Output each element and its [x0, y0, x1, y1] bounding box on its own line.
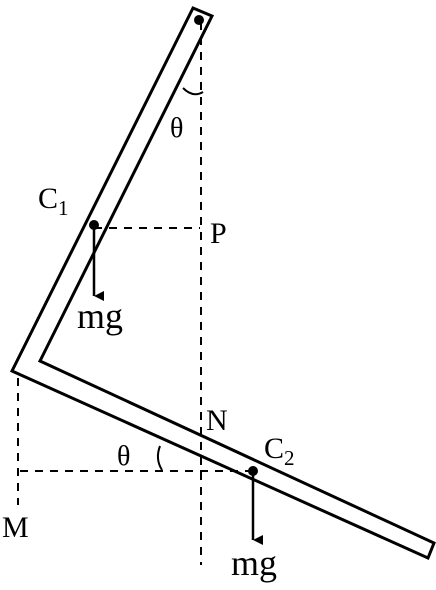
pivot-point — [194, 15, 204, 25]
angle-arc-top — [182, 87, 204, 96]
c1-point — [89, 220, 99, 230]
c1-label: C1 — [38, 182, 69, 220]
c2-label: C2 — [264, 432, 295, 470]
c2-label-base: C — [264, 432, 284, 465]
n-label: N — [206, 404, 228, 437]
c2-point — [248, 466, 258, 476]
c1-label-base: C — [38, 182, 58, 215]
c2-label-subscript: 2 — [284, 446, 295, 470]
bent-rod — [9, 6, 436, 561]
c1-label-subscript: 1 — [58, 196, 69, 220]
angle-arc-bottom — [156, 445, 163, 471]
m-label: M — [2, 511, 29, 544]
mg-label-c1: mg — [77, 296, 123, 336]
mg-label-c2: mg — [231, 543, 277, 583]
theta-label-bottom: θ — [117, 441, 130, 472]
p-label: P — [210, 217, 227, 250]
theta-label-top: θ — [170, 113, 183, 144]
